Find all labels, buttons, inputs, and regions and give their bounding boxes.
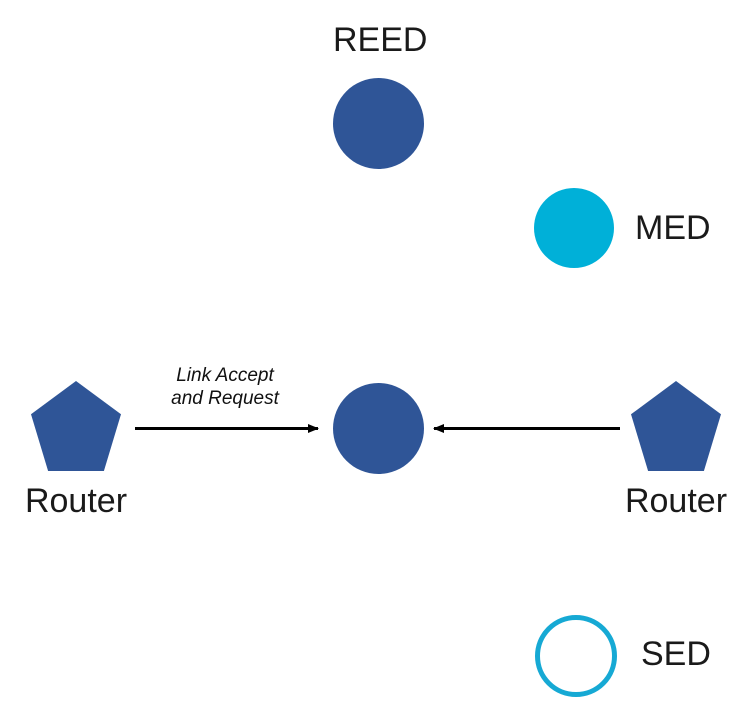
node-reed[interactable]	[333, 78, 424, 169]
node-label-router-left: Router	[24, 482, 128, 520]
node-router-right[interactable]	[631, 381, 721, 471]
node-label-router-right: Router	[624, 482, 728, 520]
node-label-sed: SED	[641, 635, 711, 673]
node-label-med: MED	[635, 209, 711, 247]
node-router-left[interactable]	[31, 381, 121, 471]
node-med[interactable]	[534, 188, 614, 268]
edge-label-line-2: and Request	[171, 388, 279, 409]
node-leader-center[interactable]	[333, 383, 424, 474]
node-sed[interactable]	[535, 615, 617, 697]
edge-label-line-1: Link Accept	[176, 365, 274, 386]
node-label-reed: REED	[333, 21, 428, 59]
edge-label-link-accept-request: Link Accept and Request	[145, 364, 305, 410]
